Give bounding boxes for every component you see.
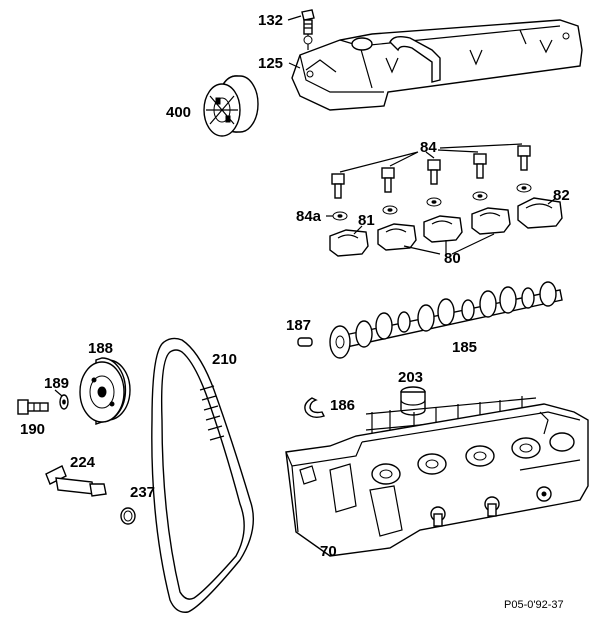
cylinder-head-cover (291, 19, 583, 111)
pulley-washer (59, 394, 69, 410)
bearing-caps (329, 197, 563, 257)
callout-80: 80 (444, 250, 461, 267)
callout-70: 70 (320, 543, 337, 560)
callout-125: 125 (258, 55, 283, 72)
cover-bolt (301, 9, 315, 50)
bolt-84-5 (517, 145, 531, 171)
bolt-84-1 (331, 173, 345, 199)
callout-84: 84 (420, 139, 437, 156)
tensioner-pulley (79, 357, 131, 425)
bolt-84-3 (427, 159, 441, 185)
hub-wheel (203, 75, 259, 137)
callout-203: 203 (398, 369, 423, 386)
camshaft (329, 281, 563, 359)
callout-186: 186 (330, 397, 355, 414)
callout-210: 210 (212, 351, 237, 368)
callout-237: 237 (130, 484, 155, 501)
cylinder-head (285, 396, 589, 557)
callout-81: 81 (358, 212, 375, 229)
o-ring (120, 507, 136, 525)
callout-189: 189 (44, 375, 69, 392)
timing-belt (151, 337, 255, 613)
callout-185: 185 (452, 339, 477, 356)
callout-400: 400 (166, 104, 191, 121)
callout-82: 82 (553, 187, 570, 204)
callout-132: 132 (258, 12, 283, 29)
bolt-84-4 (473, 153, 487, 179)
callout-84a: 84a (296, 208, 322, 225)
callout-188: 188 (88, 340, 113, 357)
pulley-bolt (17, 399, 49, 415)
retaining-clip (304, 397, 325, 419)
bolt-84-2 (381, 167, 395, 193)
washers (332, 183, 532, 221)
figure-reference-code: P05-0'92-37 (504, 599, 564, 611)
dowel-pin (297, 337, 313, 347)
bearing-cap-bolts (331, 145, 531, 199)
callout-190: 190 (20, 421, 45, 438)
pivot-pin (45, 465, 107, 497)
callout-224: 224 (70, 454, 96, 471)
callout-187: 187 (286, 317, 311, 334)
